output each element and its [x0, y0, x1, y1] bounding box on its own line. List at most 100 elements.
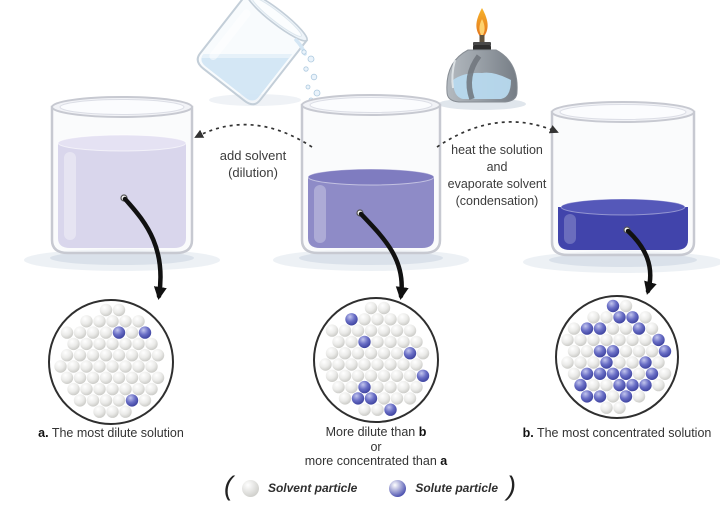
solvent-particle: [332, 380, 345, 394]
solvent-particle: [60, 326, 74, 339]
solvent-particle: [587, 311, 600, 324]
solvent-particle: [587, 378, 600, 392]
solvent-particle: [587, 356, 600, 369]
solution-surface: [57, 134, 187, 152]
solvent-particle: [619, 322, 633, 335]
solvent-particle: [106, 360, 119, 373]
beaker-dilute: [50, 96, 194, 255]
particle-field-ab: [319, 301, 430, 416]
zoom-arrow-a: [122, 196, 167, 300]
solvent-particle: [403, 369, 417, 382]
caption-ab-line3-key: a: [440, 454, 448, 468]
solute-particle: [600, 356, 613, 369]
solvent-particle: [60, 371, 74, 384]
solvent-particle: [345, 358, 358, 371]
solvent-particle: [377, 301, 391, 315]
solvent-particle: [112, 394, 126, 407]
solvent-particle: [93, 315, 106, 328]
solvent-particle: [319, 358, 332, 371]
caption-a-text: The most dilute solution: [48, 426, 184, 440]
dilution-arrow: [194, 123, 313, 148]
solute-particle: [639, 356, 652, 369]
solvent-particle: [138, 394, 152, 407]
solvent-particle: [567, 322, 581, 335]
solvent-particle: [567, 345, 581, 358]
solution-surface: [560, 198, 686, 216]
solute-particle: [351, 392, 365, 405]
solvent-particle: [371, 358, 384, 371]
solvent-particle: [358, 358, 371, 371]
solvent-particle: [138, 349, 152, 362]
legend-paren-close: ): [507, 471, 517, 501]
shadow: [549, 253, 697, 267]
solvent-particle: [325, 369, 339, 382]
solute-particle: [593, 390, 607, 403]
solvent-particle: [132, 360, 145, 373]
solvent-particle: [67, 360, 80, 373]
solution-body: [308, 177, 434, 248]
solvent-particle: [574, 333, 587, 347]
solvent-particle: [371, 380, 384, 394]
solute-particle: [652, 333, 665, 347]
solvent-particle: [119, 315, 132, 328]
lamp-wick-tube: [466, 54, 482, 100]
solvent-particle: [390, 392, 404, 405]
solvent-particle: [112, 303, 126, 317]
solute-particle: [358, 335, 371, 349]
solvent-particle: [561, 333, 574, 347]
solvent-particle: [600, 401, 613, 414]
beaker-rim-inner: [59, 99, 185, 115]
solvent-particle: [106, 315, 119, 328]
solvent-particle: [338, 369, 352, 382]
solvent-particle: [145, 360, 158, 373]
solute-particle: [613, 311, 626, 324]
solvent-particle: [132, 382, 145, 396]
solvent-particle: [132, 337, 145, 351]
solvent-particle: [73, 394, 87, 407]
caption-ab: More dilute than b or more concentrated …: [272, 425, 480, 469]
caption-ab-line1-text: More dilute than: [325, 425, 419, 439]
solvent-particle: [325, 347, 339, 360]
solvent-particle: [86, 349, 100, 362]
solvent-particle: [384, 335, 397, 349]
dilution-label-line1: add solvent: [219, 148, 287, 163]
solvent-particle: [151, 349, 165, 362]
solute-particle: [593, 322, 607, 335]
caption-b-text: The most concentrated solution: [533, 426, 712, 440]
solute-particle: [613, 378, 626, 392]
solvent-particle: [390, 369, 404, 382]
solute-particle: [593, 367, 607, 380]
solvent-particle: [119, 360, 132, 373]
solute-particle-icon: [389, 479, 407, 497]
solute-particle: [645, 367, 659, 380]
solvent-particle: [606, 322, 620, 335]
beaker-rim-inner: [309, 97, 433, 113]
solvent-particle: [358, 403, 371, 416]
caption-b-key: b.: [522, 426, 534, 440]
solvent-particle: [80, 360, 93, 373]
solvent-particle: [410, 380, 423, 394]
solvent-particle: [390, 347, 404, 360]
particle-legend: ( Solvent particle Solute particle ): [160, 471, 580, 501]
solvent-particle: [325, 324, 339, 337]
water-droplets: [301, 49, 321, 103]
solvent-particle: [80, 337, 93, 351]
zoom-arrow-ab: [358, 211, 409, 300]
solvent-particle: [86, 371, 100, 384]
glass-highlight: [209, 9, 251, 61]
solvent-particle: [338, 347, 352, 360]
solvent-particle: [60, 349, 74, 362]
solvent-particle: [658, 367, 672, 380]
solute-particle: [580, 367, 594, 380]
solvent-particle: [332, 358, 345, 371]
solvent-particle: [351, 324, 365, 337]
solute-particle: [125, 394, 139, 407]
flame-core: [479, 19, 485, 37]
solvent-particle: [574, 356, 587, 369]
caption-b: b. The most concentrated solution: [497, 426, 720, 441]
solvent-particle: [600, 333, 613, 347]
caption-a: a. The most dilute solution: [6, 426, 216, 441]
solvent-particle: [54, 360, 67, 373]
condensation-arrow: [436, 121, 559, 148]
